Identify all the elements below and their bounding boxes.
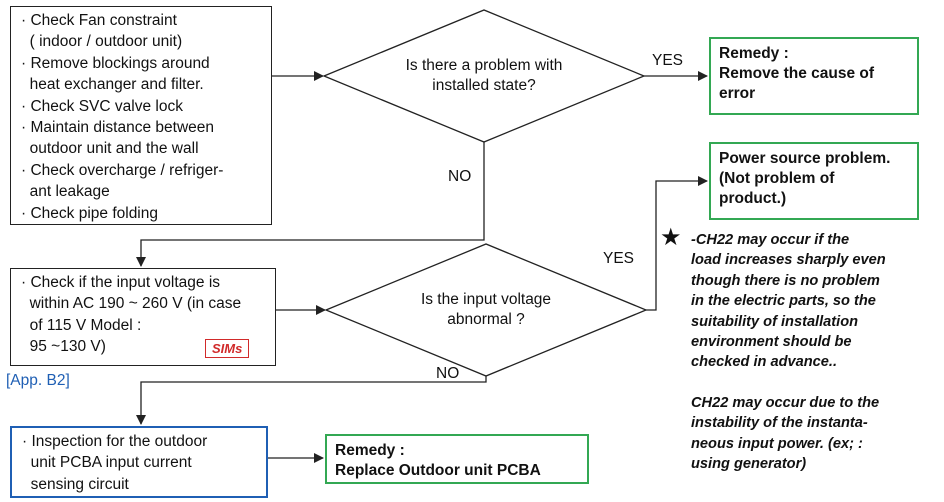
inspection-current-sensing-box: · Inspection for the outdoor unit PCBA i… <box>10 426 268 498</box>
label-no-voltage: NO <box>436 365 460 382</box>
note-line: CH22 may occur due to the <box>691 394 880 411</box>
check-item: · Check if the input voltage is <box>21 274 221 291</box>
star-icon: ★ <box>660 224 682 251</box>
check-item: · Inspection for the outdoor <box>22 433 208 450</box>
check-item: heat exchanger and filter. <box>21 76 204 94</box>
check-item: of 115 V Model : <box>21 316 142 334</box>
note-line: load increases sharply even <box>691 252 886 269</box>
power-source-problem-box: Power source problem. (Not problem of pr… <box>709 142 919 220</box>
check-item: sensing circuit <box>22 475 129 493</box>
decision-voltage-line2: abnormal ? <box>447 311 525 328</box>
check-item: outdoor unit and the wall <box>21 140 199 158</box>
check-item: · Maintain distance between <box>21 119 215 137</box>
decision-voltage-line1: Is the input voltage <box>420 291 552 308</box>
remedy-heading: Remedy : <box>335 442 405 459</box>
note-line: neous input power. (ex; : <box>691 435 863 452</box>
remedy-heading: Remedy : <box>719 45 789 62</box>
note-spacer <box>691 373 886 393</box>
remedy-text: Replace Outdoor unit PCBA <box>335 462 541 479</box>
check-item: · Check Fan constraint <box>21 12 177 29</box>
note-line: using generator) <box>691 456 807 473</box>
check-item: · Check SVC valve lock <box>21 97 183 115</box>
check-item: unit PCBA input current <box>22 454 192 472</box>
check-item: within AC 190 ~ 260 V (in case <box>21 295 242 313</box>
check-input-voltage-box: · Check if the input voltage is within A… <box>10 268 276 366</box>
decision-voltage-text: Is the input voltage abnormal ? <box>386 290 586 330</box>
note-line: though there is no problem <box>691 272 880 289</box>
note-line: -CH22 may occur if the <box>691 232 850 248</box>
note-line: environment should be <box>691 334 852 351</box>
check-item: ( indoor / outdoor unit) <box>21 33 183 51</box>
decision-installed-line1: Is there a problem with <box>405 57 563 74</box>
check-item: · Remove blockings around <box>21 54 210 72</box>
power-source-text: product.) <box>719 190 787 207</box>
note-line: instability of the instanta- <box>691 415 868 432</box>
power-source-text: (Not problem of <box>719 170 835 187</box>
note-line: suitability of installation <box>691 313 859 330</box>
label-yes-voltage: YES <box>603 250 635 267</box>
label-no-installed: NO <box>448 168 472 185</box>
check-item: ant leakage <box>21 183 110 201</box>
decision-installed-text: Is there a problem with installed state? <box>384 56 584 96</box>
app-b2-reference-link[interactable]: [App. B2] <box>6 372 70 389</box>
remedy-text: error <box>719 85 756 102</box>
note-line: in the electric parts, so the <box>691 293 876 310</box>
power-source-text: Power source problem. <box>719 150 891 167</box>
check-item: 95 ~130 V) <box>21 338 106 356</box>
check-item: · Check pipe folding <box>21 204 158 222</box>
note-line: checked in advance.. <box>691 354 838 371</box>
sims-badge[interactable]: SIMs <box>205 339 250 358</box>
decision-installed-line2: installed state? <box>432 77 536 94</box>
remedy-replace-pcba-box: Remedy : Replace Outdoor unit PCBA <box>325 434 589 484</box>
remedy-remove-cause-box: Remedy : Remove the cause of error <box>709 37 919 115</box>
label-yes-installed: YES <box>652 52 684 69</box>
check-item: · Check overcharge / refriger- <box>21 161 224 179</box>
remedy-text: Remove the cause of <box>719 65 875 82</box>
check-installation-box: · Check Fan constraint ( indoor / outdoo… <box>10 6 272 225</box>
ch22-note: -CH22 may occur if the load increases sh… <box>691 230 886 474</box>
